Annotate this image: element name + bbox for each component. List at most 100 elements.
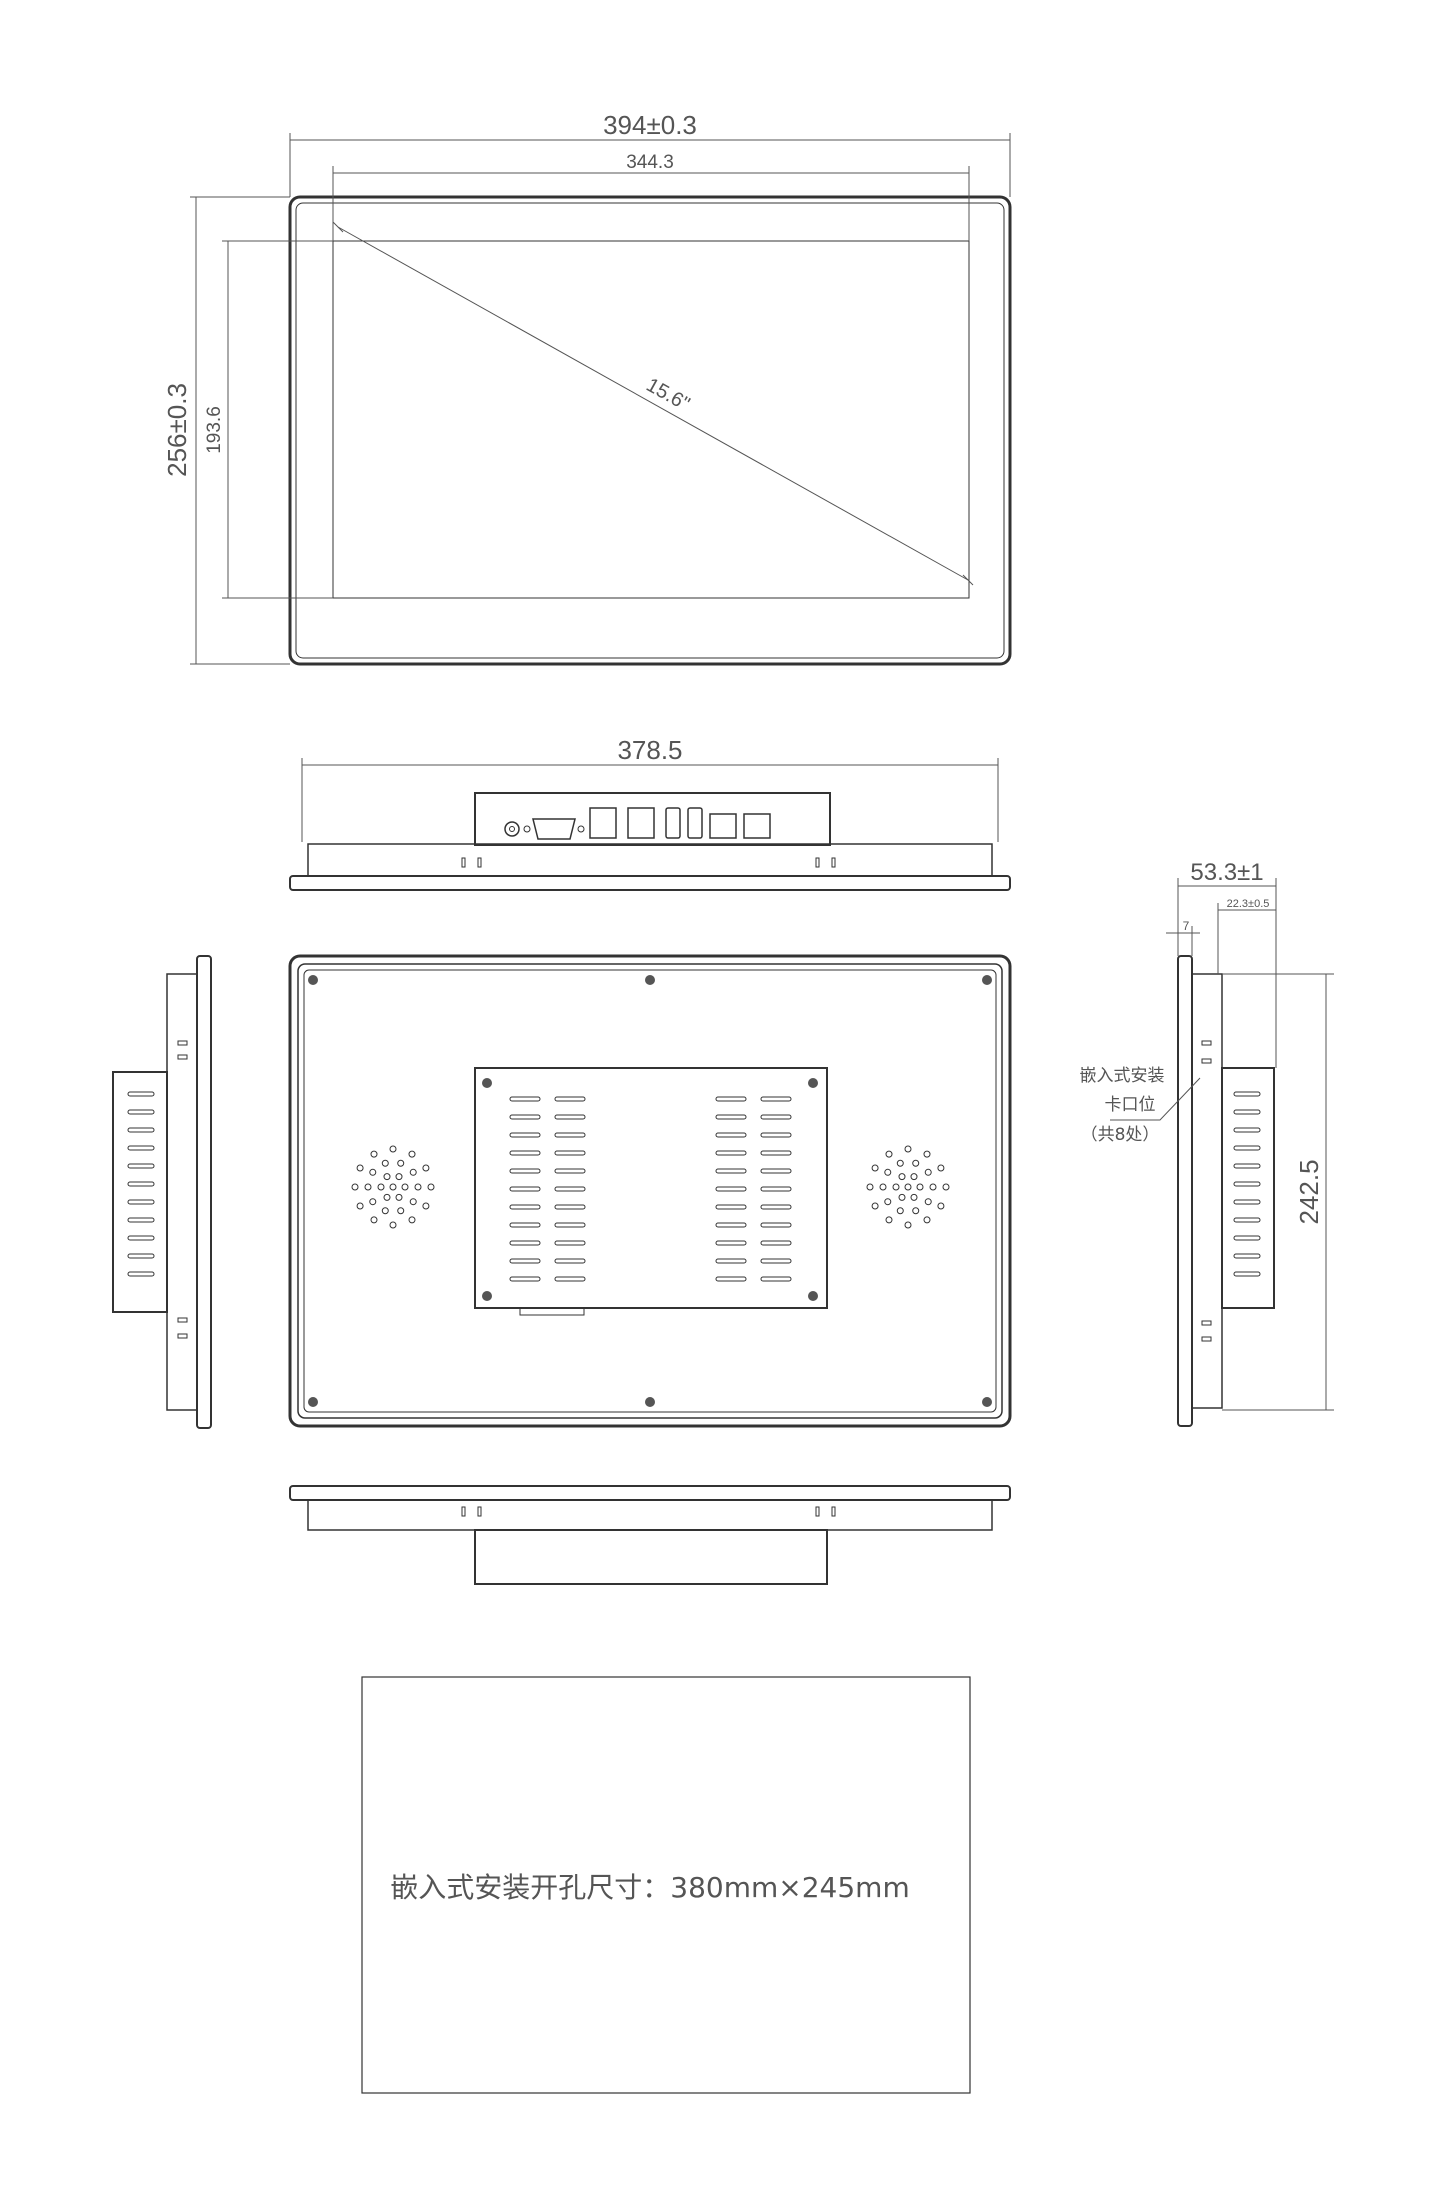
speaker-hole [916,1183,924,1191]
bottom-clip-mark [831,1506,836,1517]
speaker-hole [923,1150,931,1158]
speaker-hole [924,1198,932,1206]
vent-slot [509,1096,541,1102]
speaker-hole [383,1193,391,1201]
speaker-hole [369,1198,377,1206]
vent-slot [509,1258,541,1264]
vent-slot [127,1127,155,1133]
vent-slot [554,1222,586,1228]
vent-slot [127,1235,155,1241]
top-width-label: 378.5 [617,735,682,765]
speaker-hole [356,1164,364,1172]
speaker-hole [397,1207,405,1215]
rear-view [288,954,1012,1428]
speaker-hole [381,1207,389,1215]
vent-slot [715,1258,747,1264]
vent-slot [715,1222,747,1228]
bottom-clip-mark [815,1506,820,1517]
speaker-hole [364,1183,372,1191]
lan-port-icon-1 [709,813,737,839]
front-outer-frame [288,195,1012,666]
vent-slot [1233,1145,1261,1151]
vent-slot [715,1168,747,1174]
speaker-hole [904,1183,912,1191]
speaker-hole [885,1150,893,1158]
screw-icon [645,975,655,985]
vent-slot [1233,1217,1261,1223]
vent-slot [715,1204,747,1210]
speaker-hole [866,1183,874,1191]
vent-slot [760,1168,792,1174]
overall-height-label: 256±0.3 [162,383,192,477]
screw-icon [482,1078,492,1088]
vent-slot [127,1145,155,1151]
right-clip-mark [1201,1336,1212,1342]
right-clip-mark [1201,1058,1212,1064]
speaker-hole [414,1183,422,1191]
vent-slot [1233,1199,1261,1205]
speaker-hole [910,1173,918,1181]
vent-slot [127,1091,155,1097]
bezel-label: 7 [1183,919,1190,933]
vent-slot [127,1109,155,1115]
speaker-hole [395,1193,403,1201]
bottom-view [289,1485,1011,1585]
top-view: 378.5 [289,735,1011,891]
speaker-hole [369,1168,377,1176]
vent-slot [127,1217,155,1223]
vent-slot [554,1114,586,1120]
speaker-hole [408,1216,416,1224]
vent-slot [554,1204,586,1210]
vent-slot [760,1276,792,1282]
left-clip-mark [177,1333,188,1339]
speaker-right-icon [866,1145,950,1229]
speaker-hole [871,1202,879,1210]
vent-slot [760,1132,792,1138]
bottom-io-box [474,1529,828,1585]
depth-label: 53.3±1 [1190,859,1263,886]
screw-icon [482,1291,492,1301]
speaker-hole [409,1198,417,1206]
vent-slot [127,1271,155,1277]
vent-slot [554,1240,586,1246]
speaker-hole [389,1145,397,1153]
vent-slot [1233,1253,1261,1259]
speaker-hole [401,1183,409,1191]
rear-io-box [474,1067,828,1309]
vent-slot [554,1168,586,1174]
screw-icon [982,975,992,985]
speaker-hole [896,1207,904,1215]
vent-slot [1233,1109,1261,1115]
vent-slot [1233,1091,1261,1097]
dc-power-jack-icon [504,821,520,837]
speaker-hole [904,1221,912,1229]
speaker-hole [912,1159,920,1167]
speaker-hole [351,1183,359,1191]
speaker-hole [937,1202,945,1210]
clip-label-line2: 卡口位 [1105,1095,1156,1115]
top-clip-mark [461,857,466,868]
left-clip-mark [177,1054,188,1060]
speaker-hole [370,1216,378,1224]
vent-slot [127,1253,155,1259]
vent-slot [760,1204,792,1210]
speaker-hole [879,1183,887,1191]
right-bezel [1177,955,1193,1427]
sub-depth-label: 22.3±0.5 [1227,898,1270,910]
speaker-hole [408,1150,416,1158]
vent-slot [715,1114,747,1120]
vent-slot [127,1163,155,1169]
vent-slot [760,1222,792,1228]
top-clip-mark [477,857,482,868]
speaker-hole [427,1183,435,1191]
usb-port-icon-1 [589,807,617,839]
top-clip-mark [831,857,836,868]
vent-slot [760,1240,792,1246]
io-ports [504,807,771,840]
speaker-hole [898,1193,906,1201]
vent-slot [1233,1271,1261,1277]
screw-icon [808,1291,818,1301]
hdmi-port-icon [665,807,681,839]
left-side-view [112,955,212,1429]
